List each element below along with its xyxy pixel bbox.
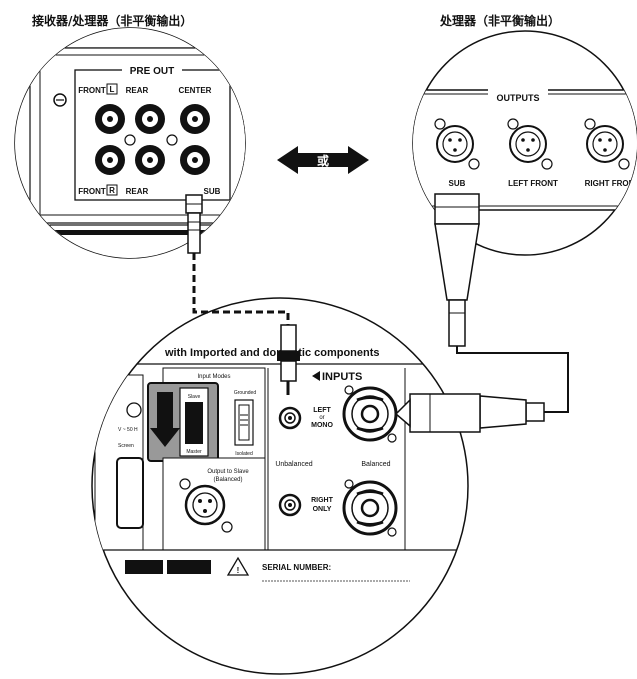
rear-label-top: REAR xyxy=(126,86,149,95)
sub-label-receiver: SUB xyxy=(204,187,221,196)
rca-jack-center[interactable] xyxy=(180,104,210,134)
r-badge: R xyxy=(109,186,115,195)
processor-heading: 处理器（非平衡输出） xyxy=(440,14,561,28)
grounded-label: Grounded xyxy=(234,390,256,396)
front-label-top: FRONT xyxy=(78,86,106,95)
down-arrow-icon xyxy=(150,392,180,447)
combo-input-left[interactable] xyxy=(342,385,398,443)
rca-jack-sub[interactable] xyxy=(180,145,210,175)
xlr-cable xyxy=(456,346,569,413)
slave-master-switch[interactable]: Slave Master xyxy=(179,387,209,457)
rca-input-right-only[interactable] xyxy=(278,493,302,517)
left-mono-line1: LEFT xyxy=(313,407,331,414)
ground-lift-switch[interactable]: Grounded Isolated xyxy=(234,390,256,457)
left-mono-line3: MONO xyxy=(311,422,333,429)
center-label: CENTER xyxy=(179,86,212,95)
output-label-right-front: RIGHT FRONT xyxy=(585,179,637,188)
rca-cable xyxy=(192,253,290,330)
unbalanced-label: Unbalanced xyxy=(275,461,312,468)
right-only-line1: RIGHT xyxy=(311,497,334,504)
edge-label-screen: Screen xyxy=(118,443,134,449)
subwoofer-zoom-circle: with Imported and domestic components V … xyxy=(91,297,469,675)
serial-number-label: SERIAL NUMBER: xyxy=(262,563,331,572)
left-mono-line2: or xyxy=(319,415,324,421)
xlr-output-left-front[interactable] xyxy=(507,118,553,170)
master-label: Master xyxy=(186,449,202,455)
front-label-bottom: FRONT xyxy=(78,187,106,196)
xlr-output-sub[interactable] xyxy=(434,118,480,170)
rca-jack-rear-right[interactable] xyxy=(135,145,165,175)
warning-icon xyxy=(226,556,250,576)
inputs-title: INPUTS xyxy=(322,371,362,383)
pre-out-title: PRE OUT xyxy=(130,66,174,77)
or-label: 或 xyxy=(317,153,329,168)
svg-text:!: ! xyxy=(237,566,240,575)
components-banner: with Imported and domestic components xyxy=(164,347,380,359)
edge-label-voltage: V ~ 50 H xyxy=(118,427,138,433)
isolated-label: Isolated xyxy=(235,451,253,457)
xlr-output-right-front[interactable] xyxy=(584,118,630,170)
output-label-left-front: LEFT FRONT xyxy=(508,179,558,188)
rca-jack-front-right[interactable] xyxy=(95,145,125,175)
output-to-slave-line1: Output to Slave xyxy=(207,469,249,475)
outputs-title: OUTPUTS xyxy=(496,93,539,103)
input-modes-title: Input Modes xyxy=(197,374,230,380)
rear-label-bottom: REAR xyxy=(126,187,149,196)
xlr-plug-processor xyxy=(434,193,480,347)
rca-input-left-mono[interactable] xyxy=(278,406,302,430)
rca-plug-subwoofer xyxy=(277,324,300,395)
xlr-output-to-slave[interactable] xyxy=(179,478,233,533)
xlr-plug-subwoofer xyxy=(394,393,545,433)
rca-jack-rear-left[interactable] xyxy=(135,104,165,134)
rca-jack-front-left[interactable] xyxy=(95,104,125,134)
or-double-arrow: 或 xyxy=(277,146,369,174)
l-badge: L xyxy=(110,85,115,94)
output-label-sub: SUB xyxy=(449,179,466,188)
receiver-zoom-circle: PRE OUT FRONT L REAR CENTER xyxy=(14,27,246,259)
output-to-slave-line2: (Balanced) xyxy=(213,477,242,483)
receiver-heading: 接收器/处理器（非平衡输出） xyxy=(32,14,193,28)
combo-input-right[interactable] xyxy=(342,479,398,537)
slave-label: Slave xyxy=(188,394,201,400)
balanced-label: Balanced xyxy=(361,461,390,468)
right-only-line2: ONLY xyxy=(313,506,332,513)
rca-plug-receiver xyxy=(185,194,203,254)
